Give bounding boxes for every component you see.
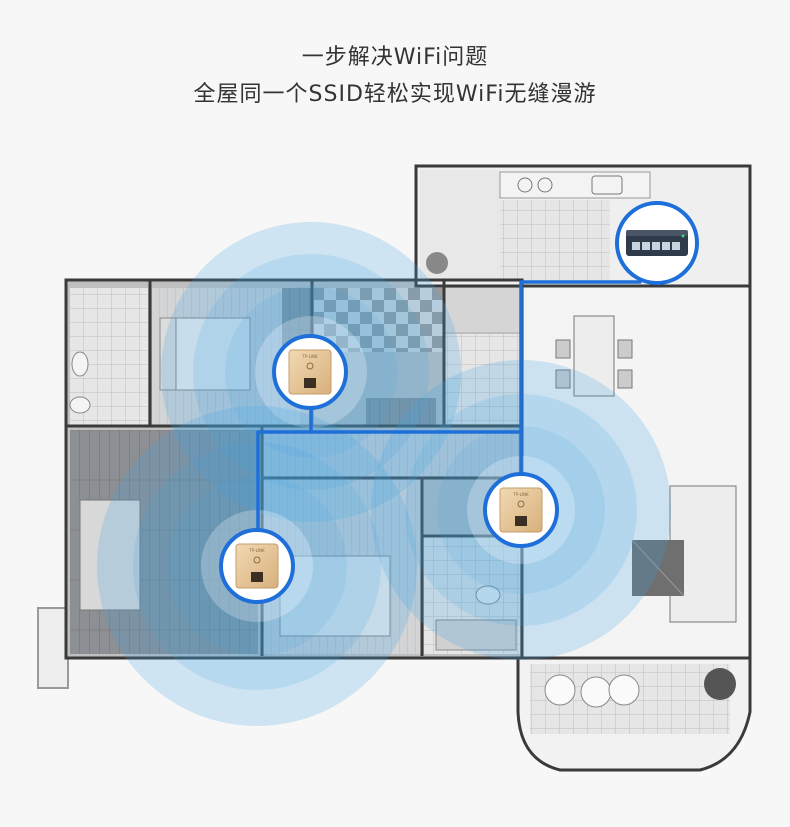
switch-ports <box>632 242 680 250</box>
header: 一步解决WiFi问题 全屋同一个SSID轻松实现WiFi无缝漫游 <box>0 40 790 114</box>
headline: 一步解决WiFi问题 <box>301 45 489 70</box>
poe-switch <box>615 201 699 285</box>
ap-panel-bedroom-top: TP-LINK <box>272 334 348 410</box>
floor-plan <box>37 164 752 772</box>
subheadline: 全屋同一个SSID轻松实现WiFi无缝漫游 <box>193 82 597 107</box>
svg-text:TP-LINK: TP-LINK <box>512 492 529 497</box>
svg-text:TP-LINK: TP-LINK <box>248 548 265 553</box>
ap-panel-living-room: TP-LINK <box>483 472 559 548</box>
svg-text:TP-LINK: TP-LINK <box>301 354 318 359</box>
ap-panel-bedroom-bottom: TP-LINK <box>219 528 295 604</box>
